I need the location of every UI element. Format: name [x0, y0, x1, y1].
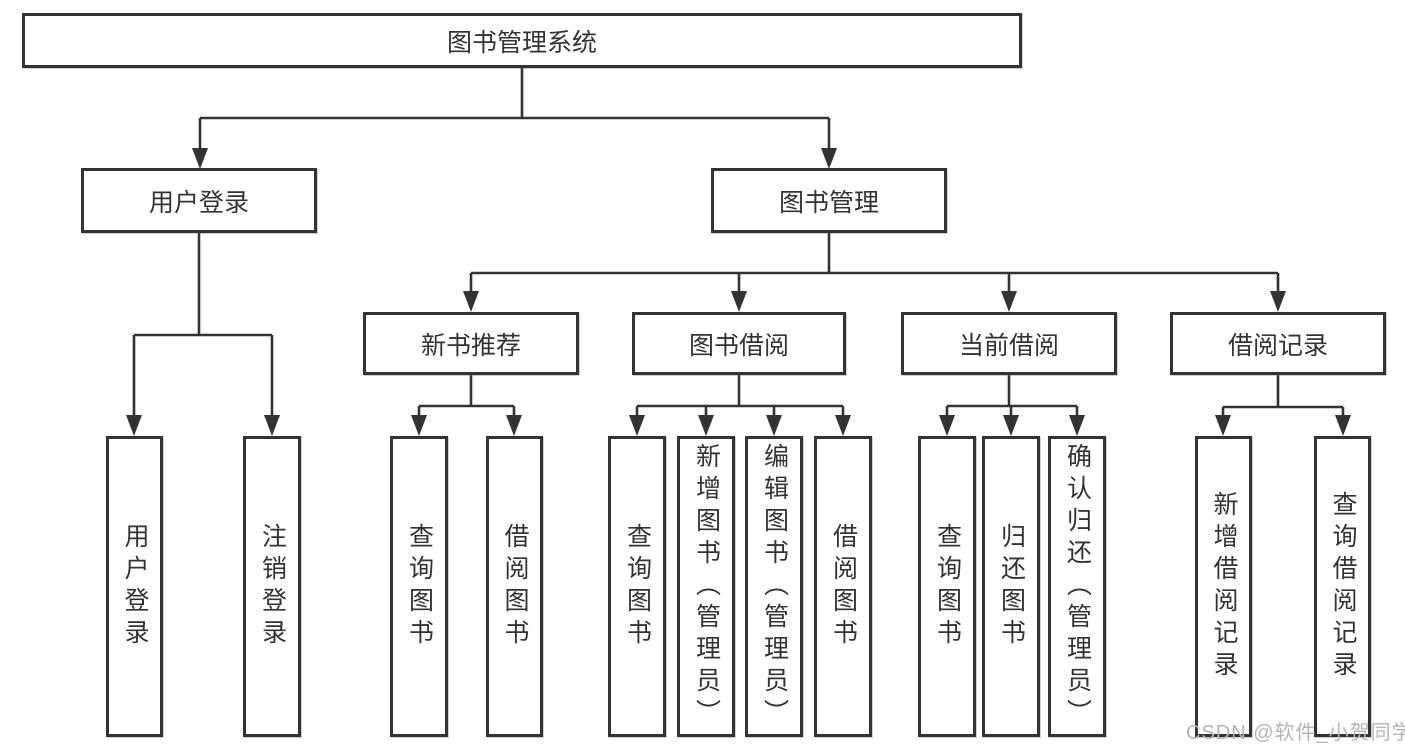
leaf-borrow-borrow: 借阅图书 [814, 436, 872, 737]
node-user-login: 用户登录 [81, 168, 317, 233]
connector-current-branch [939, 375, 1085, 436]
node-borrow-records: 借阅记录 [1170, 312, 1386, 375]
node-root-system: 图书管理系统 [22, 13, 1022, 68]
connector-newbook-branch [411, 375, 522, 436]
connector-records-branch [1215, 375, 1351, 436]
leaf-current-query: 查询图书 [918, 436, 976, 737]
connector-borrow-branch [629, 375, 851, 436]
leaf-records-add: 新增借阅记录 [1195, 436, 1252, 737]
leaf-login-user: 用户登录 [106, 436, 163, 737]
leaf-newbook-query: 查询图书 [390, 436, 448, 737]
connector-management-branch [463, 233, 1286, 312]
leaf-newbook-borrow: 借阅图书 [486, 436, 543, 737]
node-book-management: 图书管理 [711, 168, 947, 233]
leaf-records-query: 查询借阅记录 [1314, 436, 1371, 737]
leaf-borrow-add-admin: 新增图书（管理员） [677, 436, 735, 737]
leaf-borrow-query: 查询图书 [608, 436, 666, 737]
node-book-borrow: 图书借阅 [632, 312, 846, 375]
connector-login-branch [126, 233, 280, 436]
leaf-login-logout: 注销登录 [243, 436, 301, 737]
csdn-watermark: CSDN @软件_小贺同学 [1186, 722, 1405, 744]
leaf-borrow-edit-admin: 编辑图书（管理员） [745, 436, 803, 737]
node-current-borrow: 当前借阅 [901, 312, 1117, 375]
connector-root-branch [192, 68, 837, 169]
leaf-current-confirm-admin: 确认归还（管理员） [1048, 436, 1106, 737]
node-new-book-recommend: 新书推荐 [363, 312, 579, 375]
leaf-current-return: 归还图书 [982, 436, 1040, 737]
